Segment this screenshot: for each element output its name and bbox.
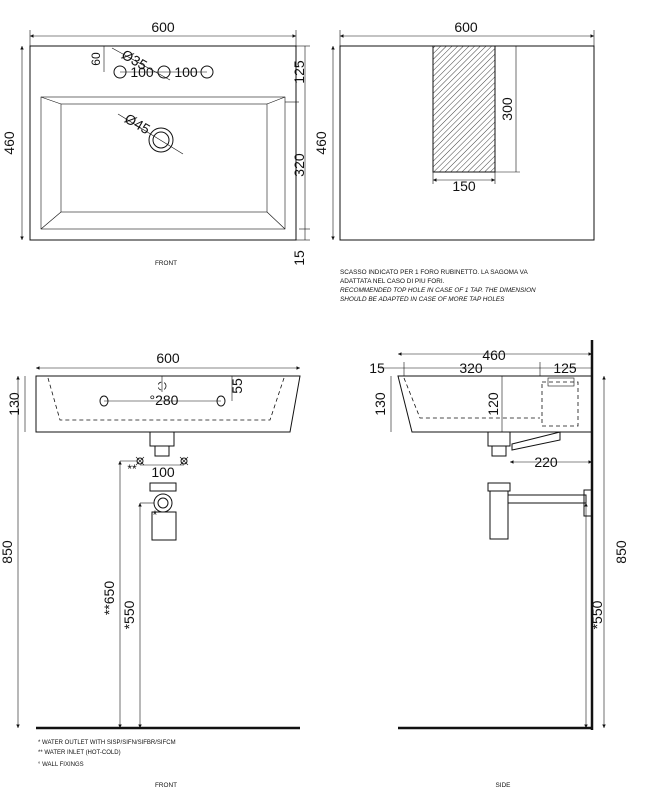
top-side-view: 600 460 300 150 [313,19,595,241]
dim-basin-depth: 320 [291,153,307,177]
view-label-bottom-front: FRONT [155,782,177,789]
basin-side-outline [397,375,593,433]
basin-outline [29,45,297,241]
side-waste-pipe [507,494,587,504]
inlet-mark: ** [127,462,137,476]
dim-side-depth: 460 [482,347,506,363]
bottom-front-view: °280 55 600 130 100 ** * 850 **650 [0,350,301,789]
cutout-note: SCASSO INDICATO PER 1 FORO RUBINETTO. LA… [340,269,536,303]
top-front-view: 600 460 60 Ø35 100 100 Ø45 125 320 15 FR… [1,19,310,267]
dim-side-basin-height: 130 [372,392,388,416]
note-en-line2: SHOULD BE ADAPTED IN CASE OF MORE TAP HO… [340,296,505,303]
basin-bottom [60,103,268,213]
side-trap [489,490,509,540]
dim-top-front-width: 600 [151,19,175,35]
dim-side-outlet-height: *550 [589,600,605,629]
note-it-line1: SCASSO INDICATO PER 1 FORO RUBINETTO. LA… [340,269,528,276]
dim-drain-depth: 120 [485,392,501,416]
water-inlet-right [180,457,188,465]
dim-cutout-width: 150 [452,178,476,194]
dim-side-back: 125 [553,360,577,376]
dim-hole-top: 55 [229,378,245,394]
basin-front-outline [35,375,301,433]
dim-bottom-rim: 15 [291,250,307,266]
note-it-line2: ADATTATA NEL CASO DI PIU FORI. [340,278,445,285]
dim-tap-spacing-2: 100 [174,64,198,80]
dim-cutout-height: 300 [499,97,515,121]
dim-top-side-height: 460 [313,131,329,155]
tap-cutout-hatch [432,45,496,173]
dim-drain-dia: Ø45 [122,110,153,137]
dim-top-side-width: 600 [454,19,478,35]
legend-item-1: * WATER OUTLET WITH SISP/SIFN/SIFBR/SIFC… [38,740,176,746]
dim-side-front: 320 [459,360,483,376]
legend-item-3: ° WALL FIXINGS [38,762,84,768]
legend: * WATER OUTLET WITH SISP/SIFN/SIFBR/SIFC… [38,740,176,768]
drain-outer [148,127,174,153]
dim-tap-spacing-1: 100 [130,64,154,80]
dim-bottom-front-width: 600 [156,350,180,366]
legend-item-2: ** WATER INLET (HOT-COLD) [38,750,121,756]
dim-top-front-height: 460 [1,131,17,155]
view-label-side: SIDE [496,782,511,789]
bottom-side-view: 460 15 320 125 130 120 220 850 *550 SIDE [369,340,629,789]
dim-inlet-spacing: 100 [151,464,175,480]
note-en-line1: RECOMMENDED TOP HOLE IN CASE OF 1 TAP. T… [340,287,536,294]
dim-outlet-height: *550 [121,600,137,629]
outlet-mark: * [153,508,158,522]
basin-inner [40,96,286,230]
dim-inlet-height: **650 [101,581,117,615]
dim-basin-height: 130 [6,392,22,416]
dim-side-rim: 15 [369,360,385,376]
dim-total-height: 850 [0,540,15,564]
dim-bracket: 220 [534,454,558,470]
dim-tap-offset: 60 [89,52,103,66]
dim-hole-spacing: °280 [150,392,179,408]
dim-side-total-height: 850 [613,540,629,564]
dim-top-band: 125 [291,60,307,84]
view-label-top-front: FRONT [155,260,177,267]
drain-inner [152,131,170,149]
